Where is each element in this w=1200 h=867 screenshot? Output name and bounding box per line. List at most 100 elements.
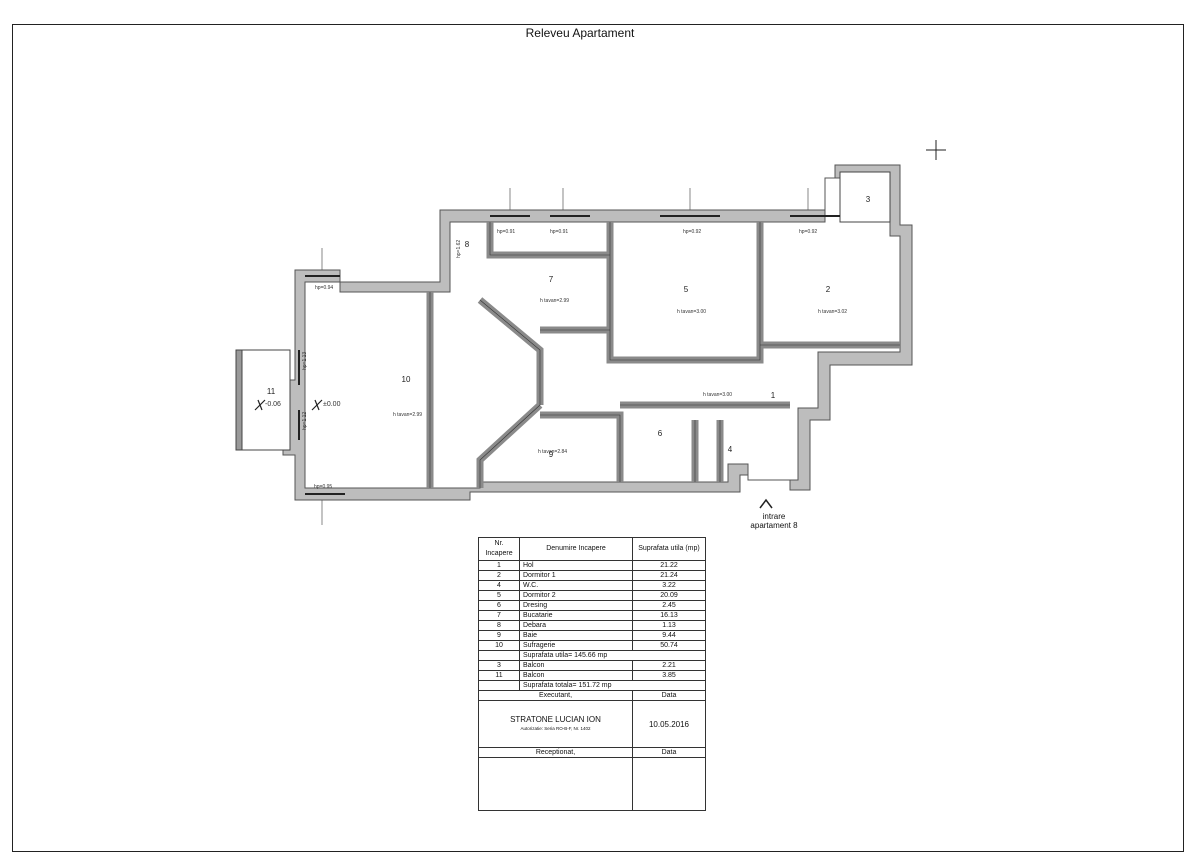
- window-sill-7: hp=1.13: [302, 352, 308, 370]
- row-name: Balcon: [519, 670, 633, 681]
- row-name: Dresing: [519, 600, 633, 611]
- subtotal-row: Suprafata utila= 145.66 mp: [478, 650, 706, 661]
- row-area: 3.22: [632, 580, 706, 591]
- header-nr: Nr. Incapere: [478, 537, 520, 561]
- row-area: 21.24: [632, 570, 706, 581]
- room-5-label: 5: [684, 285, 689, 294]
- row-area: 3.85: [632, 670, 706, 681]
- executant-row: STRATONE LUCIAN ION Autorizatie: Seria R…: [478, 700, 706, 748]
- room-9-label: 9: [549, 450, 554, 459]
- row-name: Baie: [519, 630, 633, 641]
- ceiling-height-9: h tavan=2.84: [538, 449, 567, 455]
- executant-date: 10.05.2016: [632, 700, 706, 748]
- drawing-title: Releveu Apartament: [525, 26, 635, 40]
- row-nr: 8: [478, 620, 520, 631]
- row-nr: 1: [478, 560, 520, 571]
- window-sill-8: hp=1.12: [302, 412, 308, 430]
- row-area: 21.22: [632, 560, 706, 571]
- ceiling-height-5: h tavan=3.00: [677, 309, 706, 315]
- receptionat-header-row: Receptionat,Data: [478, 747, 706, 758]
- window-sill-5: hp=0.94: [315, 285, 333, 291]
- row-nr: 10: [478, 640, 520, 651]
- table-header: Nr. Incapere Denumire Incapere Suprafata…: [478, 537, 706, 561]
- row-name: Hol: [519, 560, 633, 571]
- data-label: Data: [632, 690, 706, 701]
- header-name: Denumire Incapere: [519, 537, 633, 561]
- room-2-label: 2: [826, 285, 831, 294]
- room-4-label: 4: [728, 445, 733, 454]
- row-nr: 4: [478, 580, 520, 591]
- room-3-label: 3: [866, 195, 871, 204]
- window-sill-3: hp=0.92: [683, 229, 701, 235]
- row-nr: 11: [478, 670, 520, 681]
- row-name: Debara: [519, 620, 633, 631]
- header-area: Suprafata utila (mp): [632, 537, 706, 561]
- row-area: 1.13: [632, 620, 706, 631]
- row-area: 2.45: [632, 600, 706, 611]
- room-6-label: 6: [658, 429, 663, 438]
- row-area: 2.21: [632, 660, 706, 671]
- subtotal-utila: Suprafata utila= 145.66 mp: [519, 650, 706, 661]
- row-nr: 9: [478, 630, 520, 641]
- total-area: Suprafata totala= 151.72 mp: [519, 680, 706, 691]
- ceiling-height-10: h tavan=2.99: [393, 412, 422, 418]
- window-sill-1: hp=0.91: [497, 229, 515, 235]
- level-balcony: -0.06: [265, 401, 281, 408]
- ceiling-height-7: h tavan=2.99: [540, 298, 569, 304]
- area-table: Nr. Incapere Denumire Incapere Suprafata…: [478, 537, 706, 811]
- ceiling-height-1: h tavan=3.00: [703, 392, 732, 398]
- entrance-arrow-icon: [759, 498, 773, 509]
- executant-header-row: Executant,Data: [478, 690, 706, 701]
- row-nr: 7: [478, 610, 520, 621]
- window-sill-4: hp=0.92: [799, 229, 817, 235]
- ceiling-height-2: h tavan=3.02: [818, 309, 847, 315]
- row-area: 20.09: [632, 590, 706, 601]
- level-living: ±0.00: [323, 401, 341, 408]
- receptionat-label: Receptionat,: [478, 747, 633, 758]
- room-7-label: 7: [549, 275, 554, 284]
- row-nr: 3: [478, 660, 520, 671]
- row-name: W.C.: [519, 580, 633, 591]
- total-row: Suprafata totala= 151.72 mp: [478, 680, 706, 691]
- entrance-label: intrare apartament 8: [742, 512, 806, 530]
- window-sill-2: hp=0.91: [550, 229, 568, 235]
- row-area: 9.44: [632, 630, 706, 641]
- room-8-label: 8: [465, 240, 470, 249]
- executant-label: Executant,: [478, 690, 633, 701]
- row-area: 50.74: [632, 640, 706, 651]
- row-name: Bucatarie: [519, 610, 633, 621]
- row-nr: 2: [478, 570, 520, 581]
- data-label-2: Data: [632, 747, 706, 758]
- executant-name: STRATONE LUCIAN ION: [510, 715, 601, 724]
- row-nr: 5: [478, 590, 520, 601]
- row-area: 16.13: [632, 610, 706, 621]
- row-nr: 6: [478, 600, 520, 611]
- room-11-label: 11: [267, 387, 276, 396]
- row-name: Balcon: [519, 660, 633, 671]
- row-name: Sufragerie: [519, 640, 633, 651]
- drawing-frame: [12, 24, 1184, 852]
- north-arrow-icon: [926, 140, 946, 160]
- row-name: Dormitor 1: [519, 570, 633, 581]
- entrance-line-2: apartament 8: [750, 521, 798, 530]
- window-sill-9: hp=1.62: [456, 240, 462, 258]
- room-1-label: 1: [771, 391, 776, 400]
- executant-authorization: Autorizatie: Seria RO-B-F, Nr. 1402: [520, 726, 591, 731]
- executant-cell: STRATONE LUCIAN ION Autorizatie: Seria R…: [478, 700, 633, 748]
- receptionat-row: [478, 757, 706, 811]
- entrance-line-1: intrare: [762, 512, 786, 521]
- balcony-3: [839, 171, 891, 223]
- room-10-label: 10: [402, 375, 411, 384]
- window-sill-6: hp=0.95: [314, 484, 332, 490]
